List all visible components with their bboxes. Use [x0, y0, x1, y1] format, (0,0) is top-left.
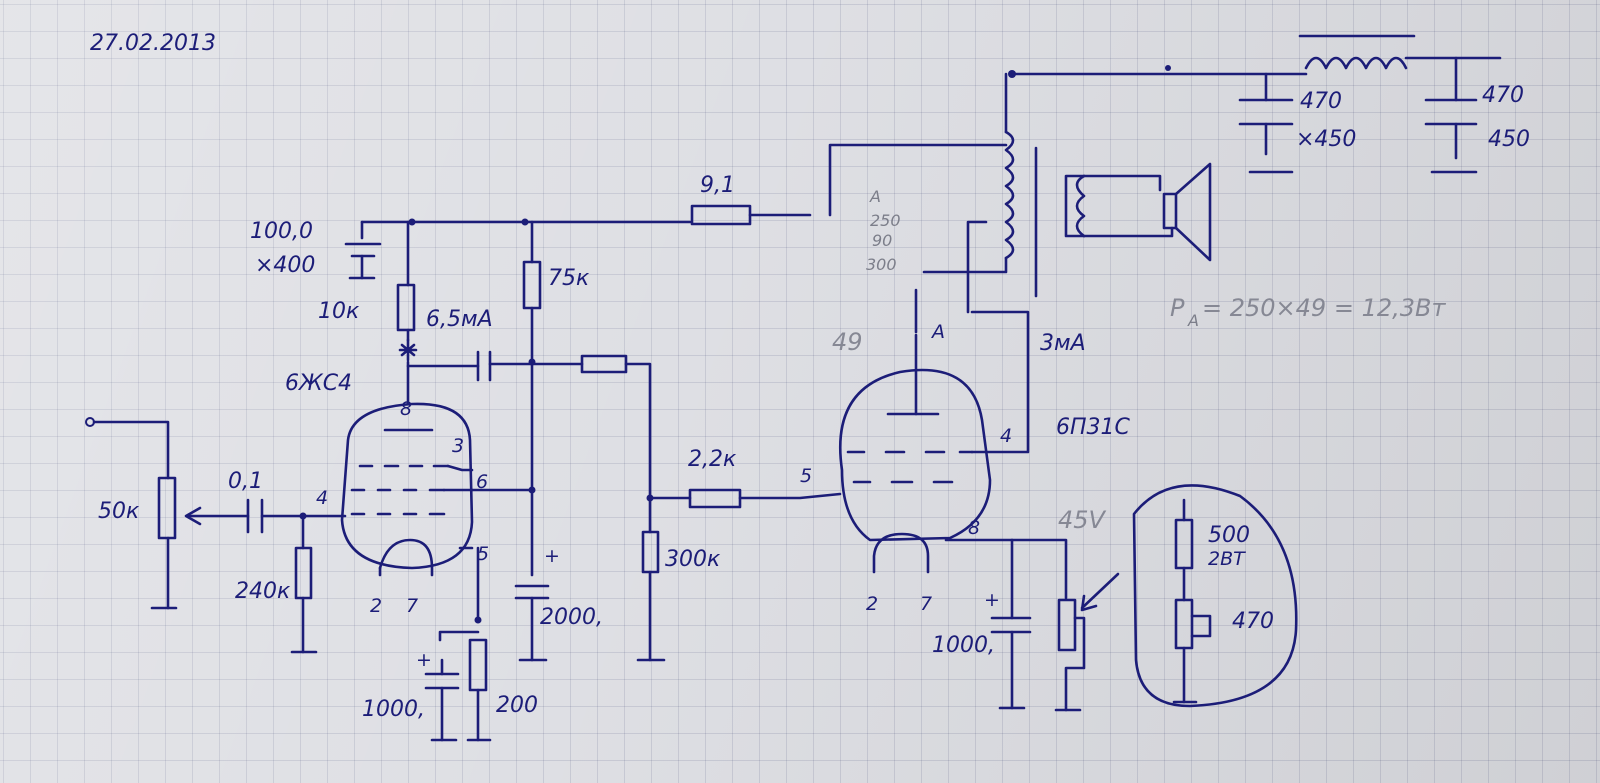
power-filter: [1008, 34, 1502, 174]
r-500-power-label: 2ВТ: [1208, 548, 1246, 570]
cap-2000-plus: +: [544, 545, 560, 567]
tx-note-90: 90: [872, 231, 892, 250]
out-pin-4: 4: [1000, 425, 1012, 447]
driver-pin-8: 8: [400, 398, 412, 420]
r-9-1-label: 9,1: [700, 173, 735, 198]
power-formula-value: = 250×49 = 12,3Вт: [1202, 294, 1446, 322]
r-300k-label: 300к: [665, 547, 721, 572]
resistor-75k: [522, 220, 542, 577]
driver-pin-7: 7: [406, 595, 418, 617]
r-10k-label: 10к: [318, 299, 360, 324]
cap-1000-out-label: 1000,: [932, 633, 995, 658]
supply-rail: [344, 218, 692, 280]
tx-note-a: A: [869, 187, 881, 206]
driver-tube-label: 6ЖС4: [285, 371, 352, 396]
r-470-label: 470: [1232, 609, 1274, 634]
coupling-cap-0-1: [246, 498, 347, 534]
out-pin-5: 5: [800, 465, 812, 487]
power-formula: P A = 250×49 = 12,3Вт: [1170, 294, 1446, 330]
output-transformer: [828, 72, 1212, 334]
filter-cap-2-voltage: 450: [1488, 127, 1530, 152]
r-200-label: 200: [496, 693, 538, 718]
r-240k-label: 240к: [235, 579, 291, 604]
driver-pin-6: 6: [476, 471, 488, 493]
r-75k-label: 75к: [548, 266, 590, 291]
driver-cathode-network: [424, 546, 492, 742]
out-pin-7: 7: [920, 593, 932, 615]
pot-50k-label: 50к: [98, 499, 140, 524]
cap-100-label: 100,0: [250, 219, 313, 244]
out-pin-8: 8: [968, 517, 980, 539]
output-cathode-network: [990, 538, 1120, 712]
interstage-coupling: [406, 350, 652, 500]
power-formula-p: P: [1170, 294, 1185, 322]
power-formula-sub: A: [1187, 311, 1199, 330]
potentiometer-50k: [157, 476, 250, 540]
input-wiring: [85, 417, 178, 610]
detail-bubble: [1132, 484, 1298, 708]
driver-pin-5: 5: [477, 543, 489, 565]
out-pin-a: A: [930, 321, 945, 343]
anode-current-49: 49: [832, 328, 863, 356]
tx-note-300: 300: [866, 255, 897, 274]
filter-cap-2-label: 470: [1482, 83, 1524, 108]
output-tube-label: 6П31С: [1056, 415, 1131, 440]
cap-1000-out-plus: +: [984, 589, 1000, 611]
driver-current-label: 6,5мА: [426, 307, 493, 332]
out-pin-2: 2: [866, 593, 878, 615]
driver-pin-3: 3: [452, 435, 464, 457]
cap-1000-driver-label: 1000,: [362, 697, 425, 722]
driver-pin-4: 4: [316, 487, 328, 509]
output-grid-network: [636, 488, 842, 662]
r-2-2k-label: 2,2к: [688, 447, 737, 472]
voltage-45v-label: 45V: [1058, 506, 1107, 534]
resistor-9-1: [690, 204, 812, 226]
date-label: 27.02.2013: [90, 31, 216, 56]
driver-pin-2: 2: [370, 595, 382, 617]
cap-1000-driver-plus: +: [416, 649, 432, 671]
cap-2000: [514, 584, 550, 662]
r-500-label: 500: [1208, 523, 1250, 548]
cap-0-1-label: 0,1: [228, 469, 263, 494]
driver-anode-wiring: [396, 220, 418, 406]
cap-2000-label: 2000,: [540, 605, 603, 630]
output-tube: [838, 310, 1030, 574]
g2-current-label: 3мА: [1040, 331, 1086, 356]
tx-note-250: 250: [870, 211, 901, 230]
driver-tube: [340, 402, 474, 577]
cap-100-voltage-label: ×400: [255, 253, 315, 278]
filter-cap-1-label: 470: [1300, 89, 1342, 114]
resistor-240k: [290, 514, 318, 654]
filter-cap-1-voltage: ×450: [1296, 127, 1356, 152]
